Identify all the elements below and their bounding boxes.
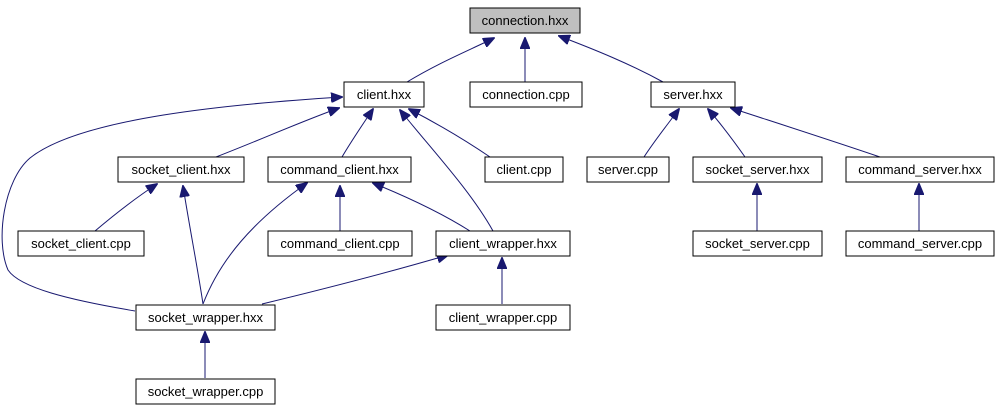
node-label: command_server.hxx — [858, 162, 982, 177]
node-command-server-hxx[interactable]: command_server.hxx — [845, 156, 995, 183]
node-label: connection.hxx — [482, 13, 569, 28]
node-socket-server-cpp[interactable]: socket_server.cpp — [692, 230, 823, 257]
node-socket-wrapper-hxx[interactable]: socket_wrapper.hxx — [135, 304, 276, 331]
edge-socket-client-cpp-to-socket-client-hxx — [94, 184, 157, 232]
node-socket-wrapper-cpp[interactable]: socket_wrapper.cpp — [135, 378, 276, 405]
node-socket-client-hxx[interactable]: socket_client.hxx — [117, 156, 245, 183]
node-connection-cpp[interactable]: connection.cpp — [469, 81, 583, 108]
edge-socket-wrapper-hxx-to-socket-client-hxx — [183, 186, 204, 305]
node-client-cpp[interactable]: client.cpp — [484, 156, 564, 183]
node-label: client_wrapper.hxx — [449, 236, 557, 251]
node-client-hxx[interactable]: client.hxx — [343, 81, 425, 108]
node-label: command_server.cpp — [858, 236, 982, 251]
edge-client-cpp-to-client-hxx — [409, 109, 491, 158]
edge-socket-client-hxx-to-client-hxx — [215, 108, 339, 158]
node-client-wrapper-cpp[interactable]: client_wrapper.cpp — [435, 304, 571, 331]
edge-server-hxx-to-connection-hxx — [559, 36, 664, 83]
edge-socket-wrapper-hxx-to-client-hxx — [1, 97, 342, 312]
node-label: client_wrapper.cpp — [449, 310, 557, 325]
node-socket-server-hxx[interactable]: socket_server.hxx — [692, 156, 823, 183]
node-label: connection.cpp — [482, 87, 569, 102]
node-connection-hxx[interactable]: connection.hxx — [469, 7, 581, 34]
node-label: socket_client.hxx — [132, 162, 231, 177]
node-label: socket_server.cpp — [705, 236, 810, 251]
node-label: server.hxx — [663, 87, 723, 102]
node-server-hxx[interactable]: server.hxx — [650, 81, 736, 108]
edge-client-wrapper-hxx-to-client-hxx — [400, 110, 494, 232]
node-label: socket_server.hxx — [705, 162, 810, 177]
edge-socket-wrapper-hxx-to-command-client-hxx — [202, 183, 307, 305]
node-label: client.cpp — [497, 162, 552, 177]
node-command-client-hxx[interactable]: command_client.hxx — [267, 156, 412, 183]
edge-client-hxx-to-connection-hxx — [406, 38, 494, 83]
node-label: command_client.cpp — [280, 236, 399, 251]
edge-client-wrapper-hxx-to-command-client-hxx — [373, 183, 471, 232]
node-label: socket_client.cpp — [31, 236, 131, 251]
edge-command-server-hxx-to-server-hxx — [731, 108, 881, 158]
node-command-client-cpp[interactable]: command_client.cpp — [267, 230, 413, 257]
edge-socket-wrapper-hxx-to-client-wrapper-hxx — [261, 255, 448, 305]
edge-server-cpp-to-server-hxx — [643, 109, 679, 158]
node-label: server.cpp — [598, 162, 658, 177]
edge-socket-server-hxx-to-server-hxx — [708, 109, 746, 158]
node-label: client.hxx — [357, 87, 412, 102]
node-label: command_client.hxx — [280, 162, 399, 177]
node-layer: connection.hxx client.hxx connection.cpp… — [17, 7, 995, 405]
node-label: socket_wrapper.cpp — [148, 384, 264, 399]
edge-command-client-hxx-to-client-hxx — [341, 109, 373, 158]
edge-layer — [1, 36, 919, 378]
node-command-server-cpp[interactable]: command_server.cpp — [845, 230, 995, 257]
node-socket-client-cpp[interactable]: socket_client.cpp — [17, 230, 145, 257]
node-label: socket_wrapper.hxx — [148, 310, 263, 325]
node-client-wrapper-hxx[interactable]: client_wrapper.hxx — [435, 230, 571, 257]
node-server-cpp[interactable]: server.cpp — [586, 156, 670, 183]
